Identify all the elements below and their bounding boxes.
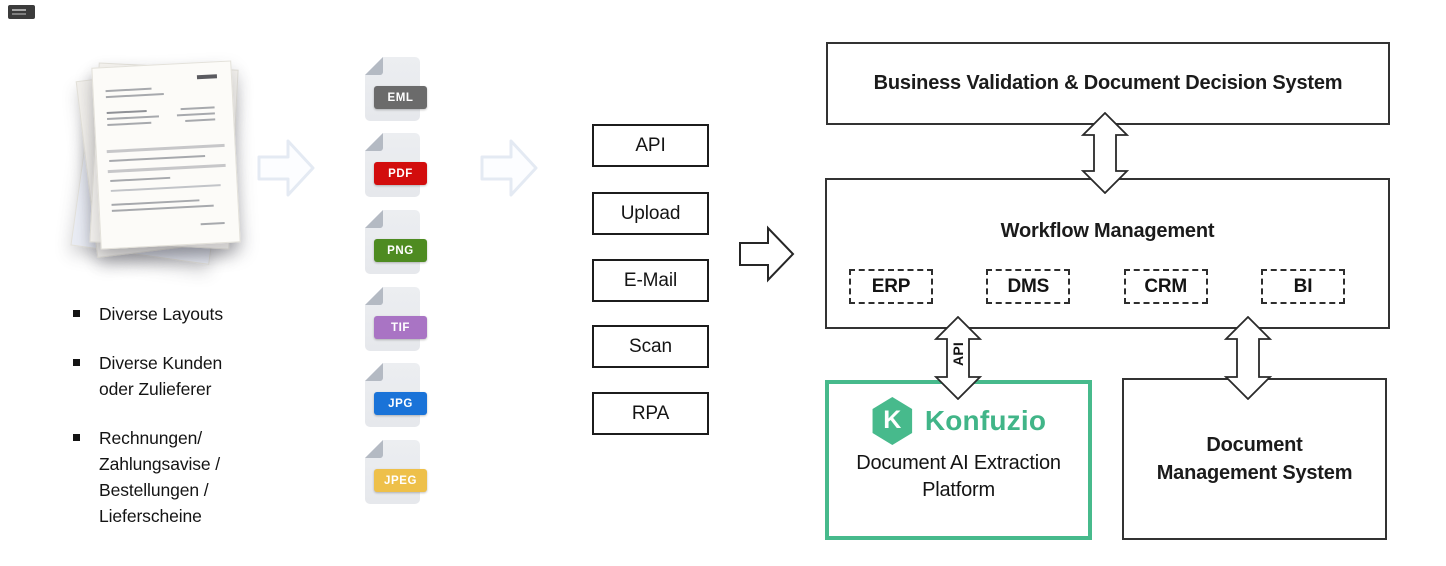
file-badge: EML <box>374 86 427 109</box>
input-box-label: E-Mail <box>623 269 678 291</box>
integration-box-erp: ERP <box>849 269 933 304</box>
file-icon-png: PNG <box>364 209 427 274</box>
input-box-rpa: RPA <box>592 392 709 435</box>
file-icon-jpeg: JPEG <box>364 439 427 504</box>
file-icon-tif: TIF <box>364 286 427 351</box>
list-item: Diverse Layouts <box>73 301 313 327</box>
document-management-system-box: Document Management System <box>1122 378 1387 540</box>
bullet-text: Rechnungen/ Zahlungsavise / Bestellungen… <box>99 428 221 526</box>
box-title: Document Management System <box>1156 434 1353 484</box>
business-validation-box: Business Validation & Document Decision … <box>826 42 1390 125</box>
flow-arrow-icon <box>739 225 795 283</box>
konfuzio-logo: K Konfuzio <box>829 396 1088 446</box>
file-badge: TIF <box>374 316 427 339</box>
file-badge: JPEG <box>374 469 427 492</box>
input-box-label: Scan <box>629 335 672 357</box>
input-box-upload: Upload <box>592 192 709 235</box>
workflow-management-box: Workflow Management ERP DMS CRM BI <box>825 178 1390 329</box>
corner-artifact <box>8 5 35 19</box>
flow-arrow-light-icon <box>480 139 538 197</box>
integration-box-bi: BI <box>1260 269 1345 304</box>
input-box-label: Upload <box>620 202 681 224</box>
konfuzio-wordmark: Konfuzio <box>924 405 1047 436</box>
api-connector-label: API <box>950 342 966 366</box>
input-box-label: API <box>635 134 666 156</box>
bullet-list: Diverse Layouts Diverse Kunden oder Zuli… <box>73 301 313 552</box>
paper-sheet <box>91 60 241 250</box>
bullet-text: Diverse Kunden oder Zulieferer <box>99 353 223 399</box>
double-arrow-icon <box>1223 316 1273 400</box>
input-box-email: E-Mail <box>592 259 709 302</box>
file-icon-jpg: JPG <box>364 362 427 427</box>
file-badge: PNG <box>374 239 427 262</box>
konfuzio-platform-box: K Konfuzio Document AI Extraction Platfo… <box>825 380 1092 540</box>
box-title: Workflow Management <box>1000 220 1215 242</box>
document-stack-image <box>70 60 242 265</box>
file-icon-pdf: PDF <box>364 132 427 197</box>
bullet-icon <box>73 434 80 441</box>
file-icon-eml: EML <box>364 56 427 121</box>
konfuzio-subtitle: Document AI Extraction Platform <box>856 452 1061 501</box>
file-badge: JPG <box>374 392 427 415</box>
input-box-scan: Scan <box>592 325 709 368</box>
integration-row: ERP DMS CRM BI <box>849 269 1345 304</box>
flow-arrow-light-icon <box>257 139 315 197</box>
input-box-api: API <box>592 124 709 167</box>
list-item: Rechnungen/ Zahlungsavise / Bestellungen… <box>73 425 313 529</box>
bullet-text: Diverse Layouts <box>99 304 223 324</box>
integration-box-crm: CRM <box>1123 269 1208 304</box>
integration-box-dms: DMS <box>986 269 1071 304</box>
bullet-icon <box>73 359 80 366</box>
bullet-icon <box>73 310 80 317</box>
box-title: Business Validation & Document Decision … <box>873 72 1343 94</box>
double-arrow-api-icon <box>933 316 983 400</box>
input-box-label: RPA <box>631 402 670 424</box>
list-item: Diverse Kunden oder Zulieferer <box>73 350 313 402</box>
double-arrow-icon <box>1080 112 1130 194</box>
file-badge: PDF <box>374 162 427 185</box>
konfuzio-hexagon-icon: K <box>872 397 913 445</box>
